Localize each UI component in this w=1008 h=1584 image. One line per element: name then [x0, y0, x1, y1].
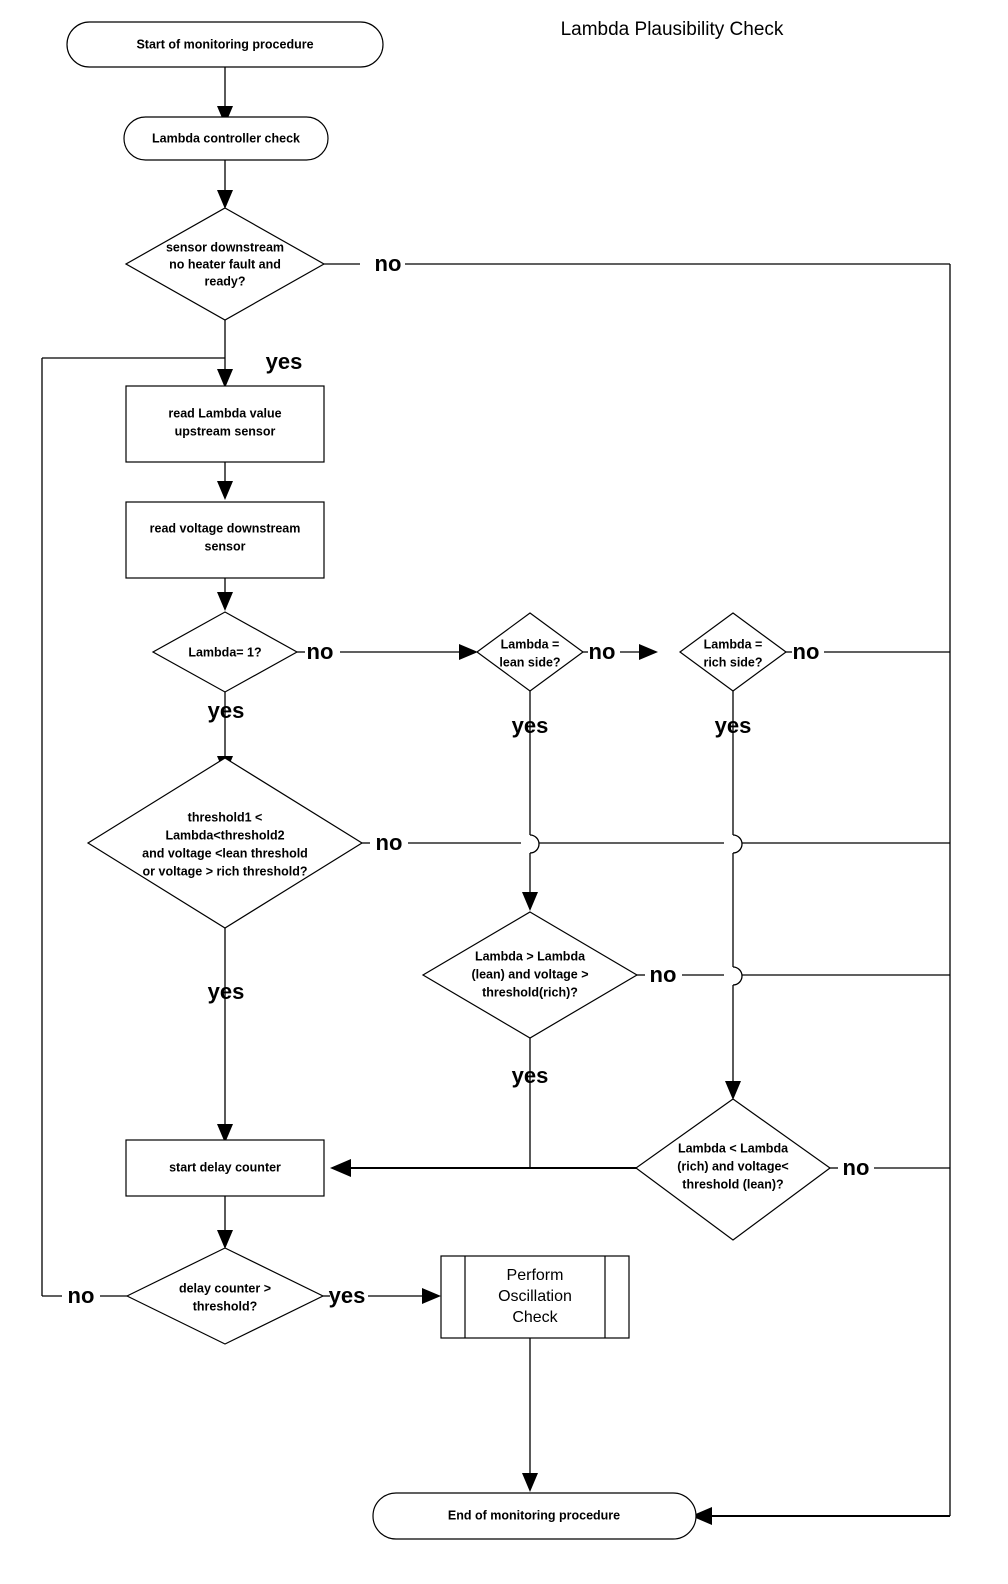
edge-label-eq1-no: no: [307, 639, 334, 664]
edge-label-richchk-no: no: [843, 1155, 870, 1180]
hop-rich-yes-2: [732, 966, 743, 986]
hop-lean-yes: [529, 834, 540, 854]
threshold-check-diamond: [86, 757, 364, 929]
lean-check-line2: (lean) and voltage >: [471, 967, 588, 981]
edge-label-leanchk-yes: yes: [512, 1063, 549, 1088]
lambda-eq1-diamond: [151, 611, 299, 693]
osc-check-line3: Check: [512, 1309, 558, 1326]
node-lambda-rich-side[interactable]: Lambda = rich side?: [678, 612, 788, 692]
edge-label-thresh-yes: yes: [208, 979, 245, 1004]
delay-start-box: [125, 1139, 325, 1197]
threshold-line2: Lambda<threshold2: [165, 828, 284, 842]
arrowhead-lean-rich: [639, 644, 658, 660]
sensor-ready-line2: no heater fault and: [169, 257, 281, 271]
node-lambda-controller-check[interactable]: Lambda controller check: [123, 116, 329, 161]
sensor-ready-diamond: [124, 207, 326, 321]
end-terminator-shape: [372, 1492, 697, 1540]
edge-label-sensor-no: no: [375, 251, 402, 276]
start-label: Start of monitoring procedure: [136, 37, 313, 51]
node-threshold-check[interactable]: threshold1 < Lambda<threshold2 and volta…: [86, 757, 364, 929]
edge-label-delay-yes: yes: [329, 1283, 366, 1308]
node-end[interactable]: End of monitoring procedure: [372, 1492, 697, 1540]
read-voltage-box: [125, 501, 325, 579]
delay-gt-diamond: [125, 1247, 325, 1345]
page-title: Lambda Plausibility Check: [561, 19, 784, 40]
lean-check-line3: threshold(rich)?: [482, 985, 578, 999]
read-voltage-line2: sensor: [205, 539, 246, 553]
node-lambda-equals-one[interactable]: Lambda= 1?: [151, 611, 299, 693]
arrowhead-delaystart-delaygt: [217, 1230, 233, 1249]
edge-label-rich-no: no: [793, 639, 820, 664]
edge-label-lean-no: no: [589, 639, 616, 664]
ctrl-check-label: Lambda controller check: [152, 131, 300, 145]
osc-check-box: [440, 1255, 630, 1339]
threshold-line3: and voltage <lean threshold: [142, 846, 308, 860]
ctrl-check-terminator-shape: [123, 116, 329, 161]
arrowhead-sensor-readlambda: [217, 369, 233, 388]
rich-check-line3: threshold (lean)?: [682, 1177, 783, 1191]
arrowhead-delaygt-osc: [422, 1288, 441, 1304]
read-lambda-line1: read Lambda value: [168, 406, 281, 420]
arrowhead-to-delaystart: [330, 1159, 351, 1177]
lean-check-diamond: [421, 911, 639, 1039]
delay-gt-line1: delay counter >: [179, 1281, 271, 1295]
arrowhead-eq1-lean: [459, 644, 478, 660]
edge-label-rich-yes: yes: [715, 713, 752, 738]
rich-check-line2: (rich) and voltage<: [677, 1159, 788, 1173]
edge-label-thresh-no: no: [376, 830, 403, 855]
osc-check-line1: Perform: [507, 1267, 564, 1284]
threshold-line4: or voltage > rich threshold?: [143, 864, 308, 878]
arrowhead-osc-end: [522, 1473, 538, 1492]
rich-check-diamond: [634, 1098, 832, 1241]
node-lambda-lean-side[interactable]: Lambda = lean side?: [475, 612, 585, 692]
lambda-rich-diamond: [678, 612, 788, 692]
node-perform-oscillation-check[interactable]: Perform Oscillation Check: [440, 1255, 630, 1339]
edge-label-eq1-yes: yes: [208, 698, 245, 723]
node-sensor-ready-decision[interactable]: sensor downstream no heater fault and re…: [124, 207, 326, 321]
lambda-rich-line1: Lambda =: [704, 637, 763, 651]
arrowhead-rail-end: [691, 1507, 712, 1525]
arrowhead-readvoltage-eq1: [217, 592, 233, 611]
node-start[interactable]: Start of monitoring procedure: [66, 21, 384, 68]
node-delay-counter-threshold[interactable]: delay counter > threshold?: [125, 1247, 325, 1345]
edge-label-lean-yes: yes: [512, 713, 549, 738]
node-read-voltage[interactable]: read voltage downstream sensor: [125, 501, 325, 579]
node-read-lambda-value[interactable]: read Lambda value upstream sensor: [125, 385, 325, 463]
lambda-lean-line2: lean side?: [499, 655, 560, 669]
lambda-rich-line2: rich side?: [703, 655, 762, 669]
lambda-lean-diamond: [475, 612, 585, 692]
threshold-line1: threshold1 <: [188, 810, 263, 824]
node-start-delay-counter[interactable]: start delay counter: [125, 1139, 325, 1197]
start-terminator-shape: [66, 21, 384, 68]
edge-label-leanchk-no: no: [650, 962, 677, 987]
sensor-ready-line1: sensor downstream: [166, 240, 284, 254]
node-rich-threshold-check[interactable]: Lambda < Lambda (rich) and voltage< thre…: [634, 1098, 832, 1241]
edge-label-sensor-yes: yes: [266, 349, 303, 374]
arrowhead-rich-richchk: [725, 1081, 741, 1100]
hop-rich-yes-1: [732, 834, 743, 854]
rich-check-line1: Lambda < Lambda: [678, 1141, 789, 1155]
end-label: End of monitoring procedure: [448, 1508, 620, 1522]
arrowhead-lean-leanchk: [522, 892, 538, 911]
arrowhead-start-ctrl: [217, 106, 233, 125]
delay-start-label: start delay counter: [169, 1160, 281, 1174]
arrowhead-readlambda-readvoltage: [217, 481, 233, 500]
read-lambda-box: [125, 385, 325, 463]
arrowhead-ctrl-sensor: [217, 190, 233, 209]
sensor-ready-line3: ready?: [205, 274, 246, 288]
lean-check-line1: Lambda > Lambda: [475, 949, 586, 963]
osc-check-line2: Oscillation: [498, 1288, 572, 1305]
edge-label-delay-no: no: [68, 1283, 95, 1308]
lambda-eq1-label: Lambda= 1?: [188, 645, 261, 659]
read-voltage-line1: read voltage downstream: [150, 521, 301, 535]
lambda-lean-line1: Lambda =: [501, 637, 560, 651]
delay-gt-line2: threshold?: [193, 1299, 258, 1313]
node-lean-threshold-check[interactable]: Lambda > Lambda (lean) and voltage > thr…: [421, 911, 639, 1039]
read-lambda-line2: upstream sensor: [175, 424, 276, 438]
arrowhead-thresh-delaystart: [217, 1124, 233, 1143]
